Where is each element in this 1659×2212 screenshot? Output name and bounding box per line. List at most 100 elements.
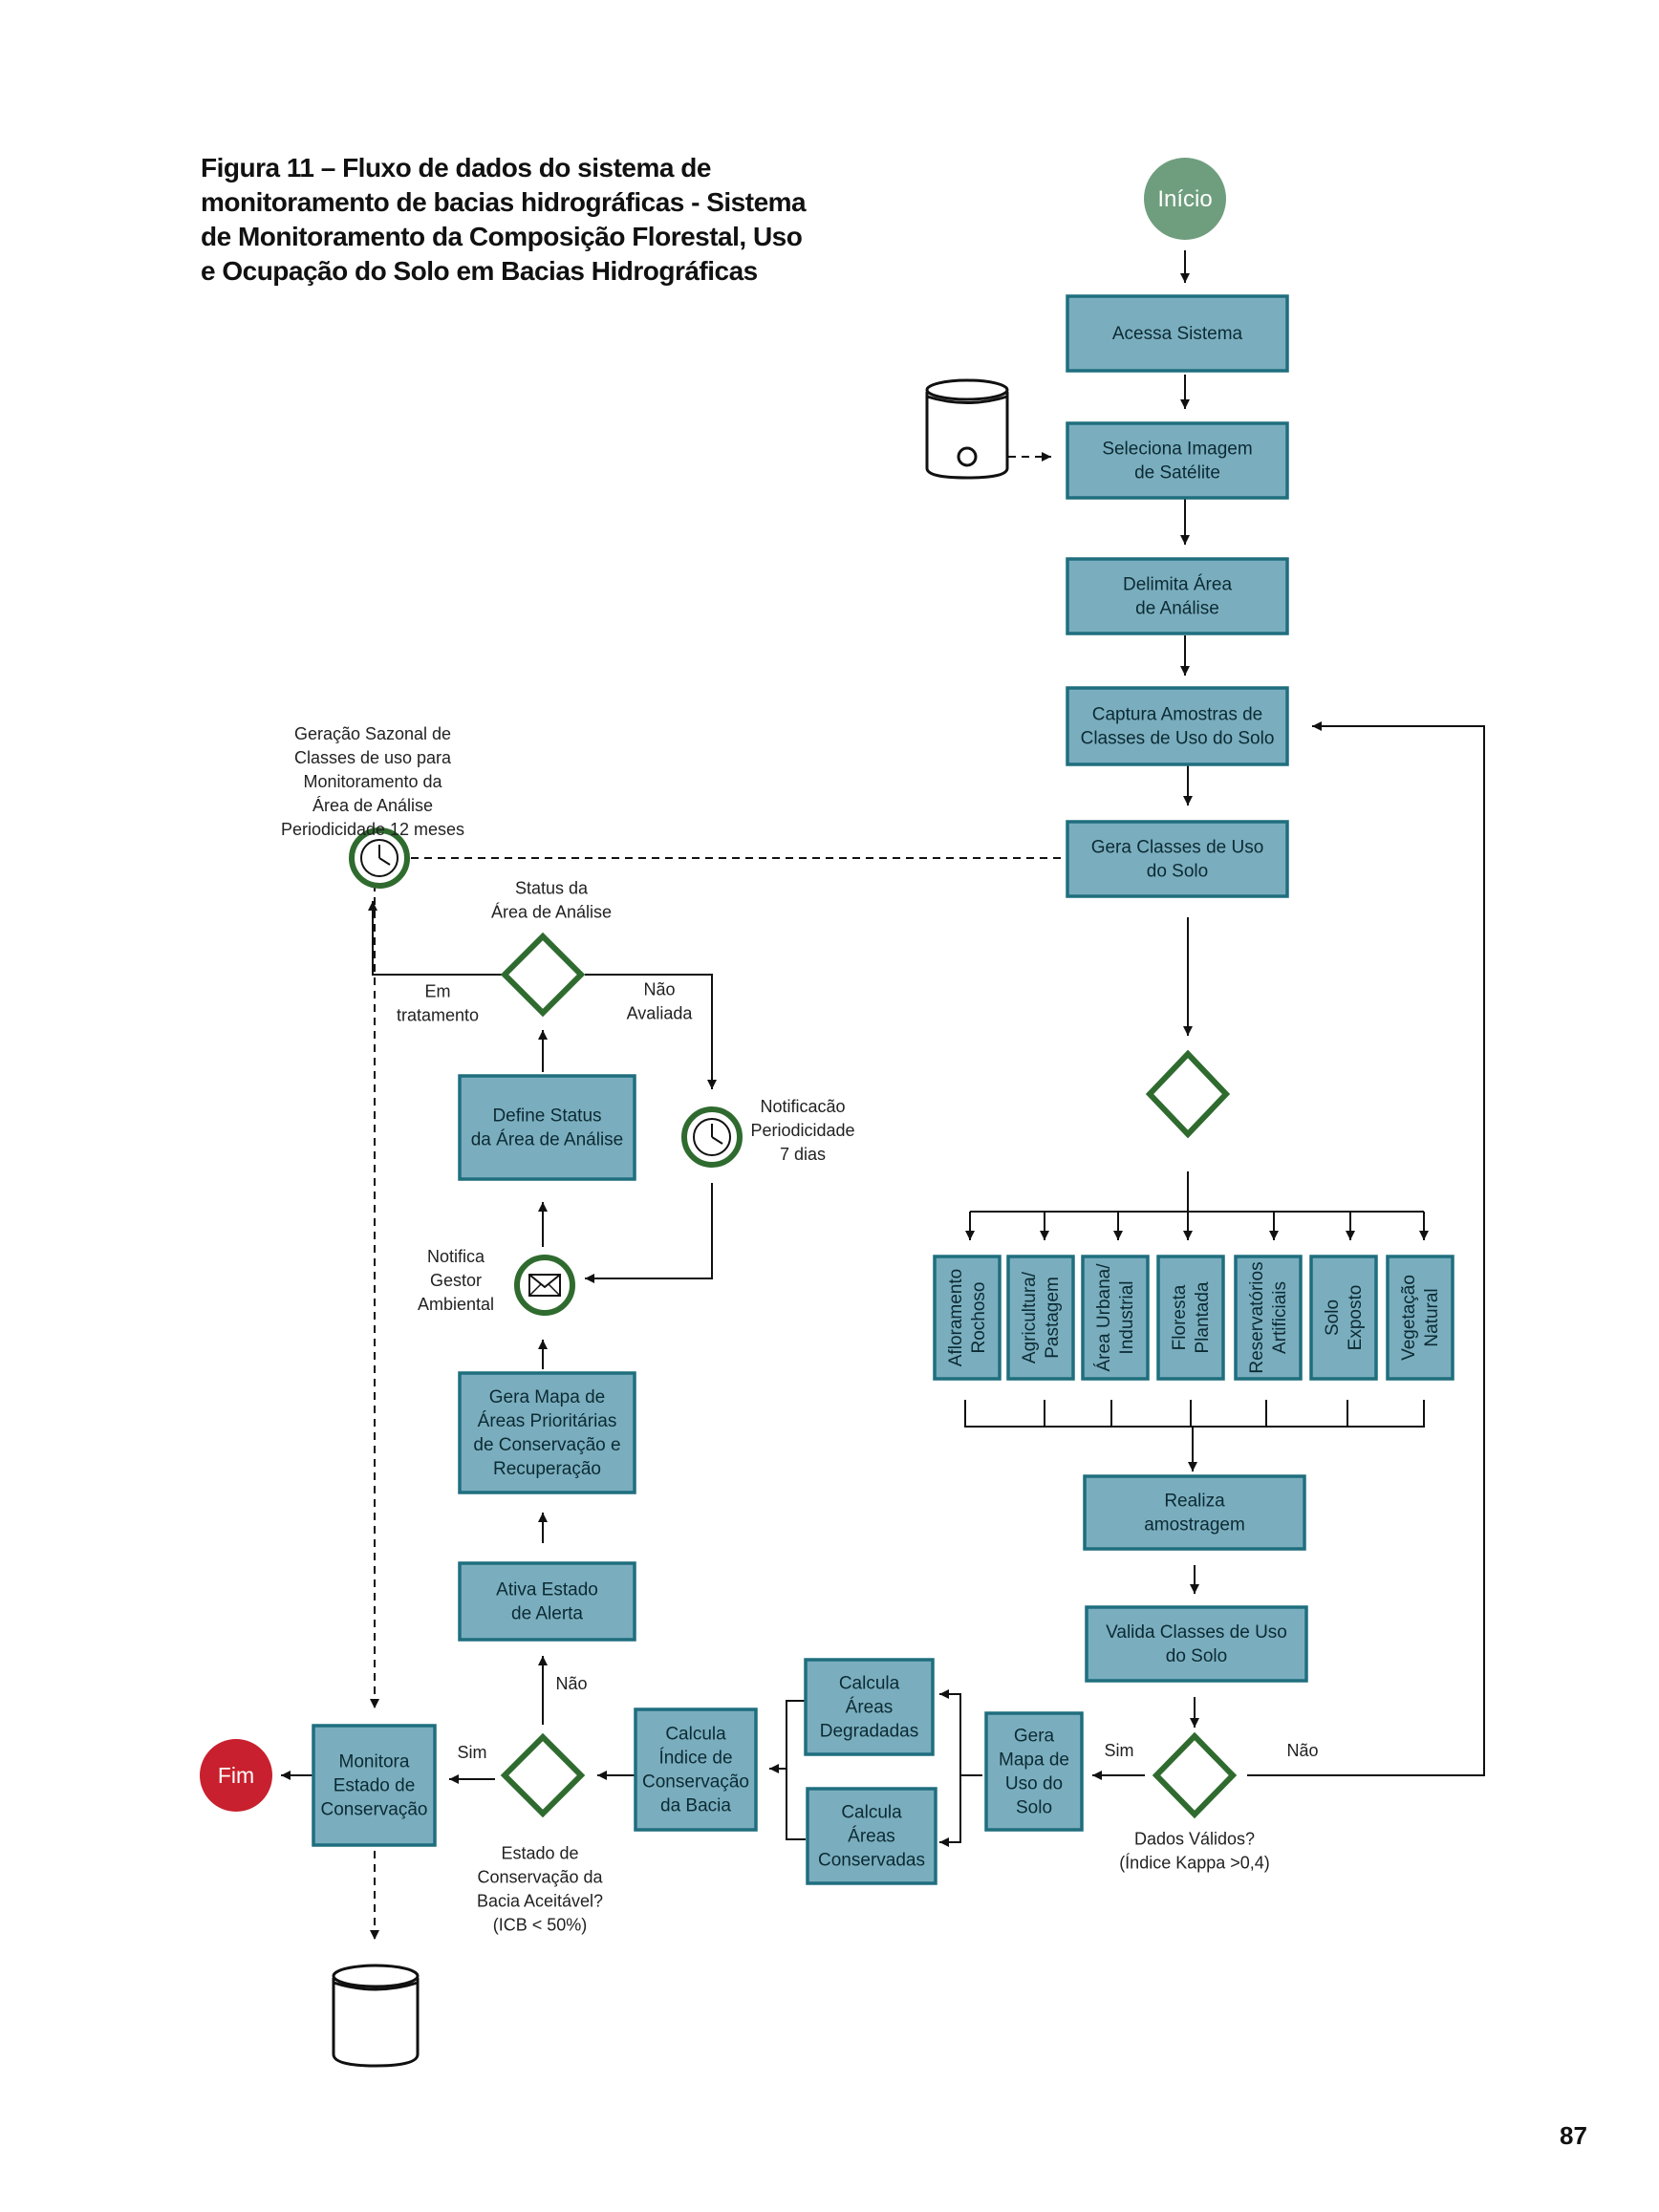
box-gera-mapa-prior-label-line-4: Recuperação bbox=[493, 1459, 601, 1479]
box-calcula-degradadas-label-line-1: Calcula bbox=[839, 1674, 900, 1694]
class-box-1-label-line-2: Rochoso bbox=[969, 1282, 989, 1354]
box-calcula-conservadas-label-line-3: Conservadas bbox=[818, 1851, 925, 1871]
label-notifica-gestor-line-2: Gestor bbox=[430, 1271, 482, 1290]
line-merge-bar bbox=[964, 1400, 1425, 1428]
page-number: 87 bbox=[1560, 2121, 1587, 2150]
box-gera-classes-label-line-1: Gera Classes de Uso bbox=[1091, 838, 1264, 858]
box-calcula-conservadas-label-line-2: Áreas bbox=[848, 1827, 895, 1847]
label-notificacao-line-1: Notificacão bbox=[760, 1097, 845, 1116]
box-captura-label-line-1: Captura Amostras de bbox=[1092, 705, 1262, 725]
box-seleciona-label-line-2: de Satélite bbox=[1134, 463, 1220, 483]
class-box-5-label-line-1: Reservatórios bbox=[1247, 1261, 1267, 1373]
label-status-area-line-2: Área de Análise bbox=[491, 903, 612, 922]
decision-diamond-classes bbox=[1145, 1049, 1231, 1139]
class-box-6-label-line-1: Solo bbox=[1323, 1299, 1343, 1336]
label-nao-alerta: Não bbox=[555, 1674, 587, 1693]
label-geracao-line-2: Classes de uso para bbox=[294, 748, 452, 767]
box-realiza-label-line-2: amostragem bbox=[1144, 1515, 1245, 1536]
box-monitora-label-line-3: Conservação bbox=[321, 1800, 428, 1820]
label-nao-avaliada-line-1: Não bbox=[643, 980, 675, 999]
class-box-4-label-line-2: Plantada bbox=[1193, 1281, 1213, 1353]
box-gera-mapa-prior-label-line-1: Gera Mapa de bbox=[489, 1387, 605, 1407]
box-calcula-conservadas-label-line-1: Calcula bbox=[841, 1803, 902, 1823]
box-seleciona-label-line-1: Seleciona Imagem bbox=[1102, 440, 1252, 460]
decision-diamond-conservacao bbox=[500, 1732, 586, 1818]
label-notifica-gestor-line-1: Notifica bbox=[427, 1247, 485, 1266]
label-status-area: Status da Área de Análise bbox=[491, 879, 612, 922]
label-estado-conservacao-line-3: Bacia Aceitável? bbox=[477, 1892, 603, 1911]
box-gera-mapa-uso-label-line-1: Gera bbox=[1014, 1727, 1055, 1747]
label-em-tratamento-line-1: Em bbox=[425, 982, 451, 1001]
box-ativa-label-line-2: de Alerta bbox=[511, 1604, 583, 1624]
label-dados-validos-line-2: (Índice Kappa >0,4) bbox=[1119, 1854, 1270, 1873]
box-calcula-indice-label-line-4: da Bacia bbox=[660, 1796, 731, 1816]
label-status-area-line-1: Status da bbox=[515, 879, 589, 898]
class-box-6-label-line-2: Exposto bbox=[1346, 1285, 1366, 1351]
box-gera-mapa-prior-label-line-2: Áreas Prioritárias bbox=[478, 1411, 617, 1431]
arrow-to-degradadas bbox=[939, 1689, 982, 1776]
box-valida-label-line-1: Valida Classes de Uso bbox=[1106, 1622, 1287, 1643]
box-calcula-degradadas-label-line-2: Áreas bbox=[846, 1698, 894, 1718]
class-box-7-label-line-2: Natural bbox=[1422, 1288, 1442, 1346]
label-geracao-line-5: Periodicidade 12 meses bbox=[281, 820, 464, 839]
class-box-2-label-line-1: Agricultura/ bbox=[1020, 1271, 1040, 1364]
label-geracao-line-3: Monitoramento da bbox=[303, 772, 442, 791]
class-box-1-label-line-1: Afloramento bbox=[946, 1269, 966, 1366]
box-gera-classes-label-line-2: do Solo bbox=[1147, 862, 1208, 882]
box-gera-mapa-prior-label-line-3: de Conservação e bbox=[473, 1435, 620, 1455]
box-define-status-label-line-2: da Área de Análise bbox=[471, 1130, 624, 1150]
box-monitora-label-line-2: Estado de bbox=[334, 1776, 416, 1796]
class-box-3-label-line-2: Industrial bbox=[1117, 1280, 1137, 1354]
database-icon-top bbox=[925, 378, 1009, 480]
label-nao-avaliada-line-2: Avaliada bbox=[627, 1004, 694, 1023]
arrow-em-tratamento bbox=[368, 901, 505, 976]
arrow-nao-loop-captura bbox=[1247, 721, 1485, 1776]
box-acessa-label-line-1: Acessa Sistema bbox=[1112, 324, 1243, 344]
arrow-nao-avaliada bbox=[585, 974, 717, 1089]
label-dados-validos-line-1: Dados Válidos? bbox=[1134, 1830, 1255, 1849]
class-box-7-label-line-1: Vegetação bbox=[1399, 1275, 1419, 1361]
arrow-clock-notifica bbox=[585, 1183, 713, 1283]
label-em-tratamento-line-2: tratamento bbox=[397, 1006, 479, 1025]
label-sim-right: Sim bbox=[1105, 1741, 1134, 1760]
class-box-3-label-line-1: Área Urbana/ bbox=[1094, 1263, 1114, 1372]
envelope-icon-notifica bbox=[514, 1255, 575, 1316]
box-monitora-label-line-1: Monitora bbox=[339, 1752, 410, 1772]
class-box-3: Área Urbana/Industrial bbox=[1081, 1255, 1150, 1381]
class-box-4-label-line-1: Floresta bbox=[1170, 1284, 1190, 1350]
box-acessa: Acessa Sistema bbox=[1066, 294, 1289, 373]
label-dados-validos: Dados Válidos? (Índice Kappa >0,4) bbox=[1119, 1830, 1270, 1873]
database-icon-bottom bbox=[332, 1964, 420, 2068]
label-geracao-line-4: Área de Análise bbox=[312, 796, 433, 815]
figure-title: Figura 11 – Fluxo de dados do sistema de… bbox=[201, 153, 807, 286]
clock-icon-geracao bbox=[349, 827, 410, 889]
box-gera-mapa-uso-label-line-4: Solo bbox=[1016, 1798, 1052, 1818]
label-estado-conservacao-line-1: Estado de bbox=[501, 1844, 578, 1863]
end-label: Fim bbox=[218, 1763, 254, 1788]
box-seleciona: Seleciona Imagem de Satélite bbox=[1066, 421, 1289, 500]
box-calcula-indice-label-line-3: Conservação bbox=[642, 1772, 749, 1793]
end-node: Fim bbox=[200, 1739, 272, 1812]
clock-icon-notificacao bbox=[681, 1106, 743, 1168]
decision-diamond-dados-validos bbox=[1152, 1731, 1238, 1819]
